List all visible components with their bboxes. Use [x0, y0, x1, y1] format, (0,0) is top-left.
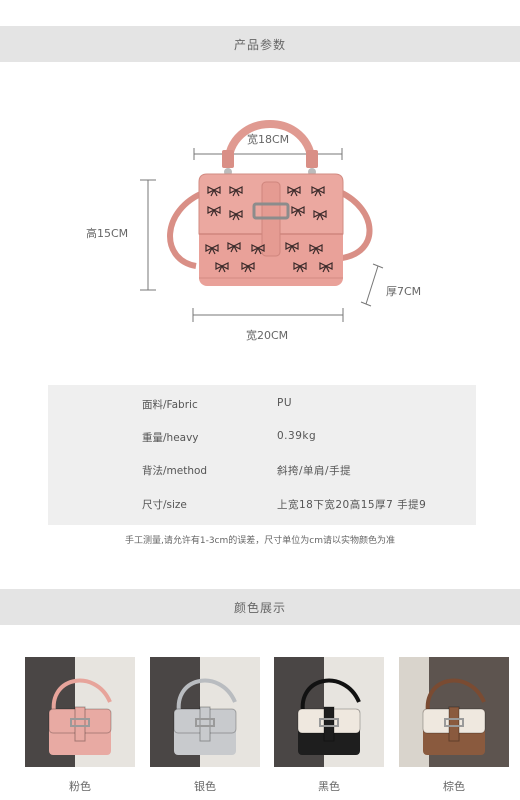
- color-swatch-silver[interactable]: [150, 657, 260, 767]
- param-row-weight: 重量/heavy 0.39kg: [48, 430, 476, 450]
- param-value: 上宽18下宽20高15厚7 手提9: [277, 499, 427, 511]
- measurement-note: 手工测量,请允许有1-3cm的误差，尺寸单位为cm请以实物颜色为准: [125, 536, 395, 546]
- section-title: 颜色展示: [233, 600, 286, 615]
- param-label: 尺寸/size: [142, 499, 187, 511]
- product-dimension-diagram: 宽18CM 宽20CM 高15CM 厚7CM: [0, 90, 520, 360]
- dimension-line-bottom-width: [192, 308, 344, 322]
- dimension-line-height: [140, 179, 156, 291]
- param-label: 重量/heavy: [142, 432, 199, 444]
- color-label-brown: 棕色: [443, 780, 465, 793]
- parameter-table: 面料/Fabric PU 重量/heavy 0.39kg 背法/method 斜…: [48, 385, 476, 525]
- section-title: 产品参数: [233, 37, 286, 52]
- dimension-line-top-width: [193, 148, 343, 160]
- param-value: PU: [277, 397, 293, 409]
- bow-pattern: [205, 186, 333, 273]
- color-label-black: 黑色: [318, 780, 340, 793]
- param-row-size: 尺寸/size 上宽18下宽20高15厚7 手提9: [48, 497, 476, 517]
- param-row-fabric: 面料/Fabric PU: [48, 397, 476, 417]
- height-label: 高15CM: [86, 227, 129, 240]
- depth-label: 厚7CM: [386, 285, 422, 298]
- bag-illustration: [140, 120, 384, 322]
- param-value: 0.39kg: [277, 430, 317, 442]
- color-label-silver: 银色: [194, 780, 216, 793]
- shoulder-strap: [167, 189, 207, 269]
- section-header-params: 产品参数: [0, 26, 520, 62]
- color-swatch-black[interactable]: [274, 657, 384, 767]
- metal-buckle: [252, 202, 290, 220]
- width-top-label: 宽18CM: [247, 133, 290, 146]
- color-swatch-pink[interactable]: [25, 657, 135, 767]
- top-handle: [224, 120, 316, 167]
- param-row-method: 背法/method 斜挎/单肩/手提: [48, 463, 476, 483]
- param-label: 面料/Fabric: [142, 399, 198, 411]
- width-bottom-label: 宽20CM: [246, 329, 289, 342]
- color-label-pink: 粉色: [69, 780, 91, 793]
- param-label: 背法/method: [142, 465, 208, 477]
- param-value: 斜挎/单肩/手提: [277, 465, 352, 477]
- dimension-line-depth: [360, 263, 384, 307]
- section-header-colors: 颜色展示: [0, 589, 520, 625]
- color-swatch-brown[interactable]: [399, 657, 509, 767]
